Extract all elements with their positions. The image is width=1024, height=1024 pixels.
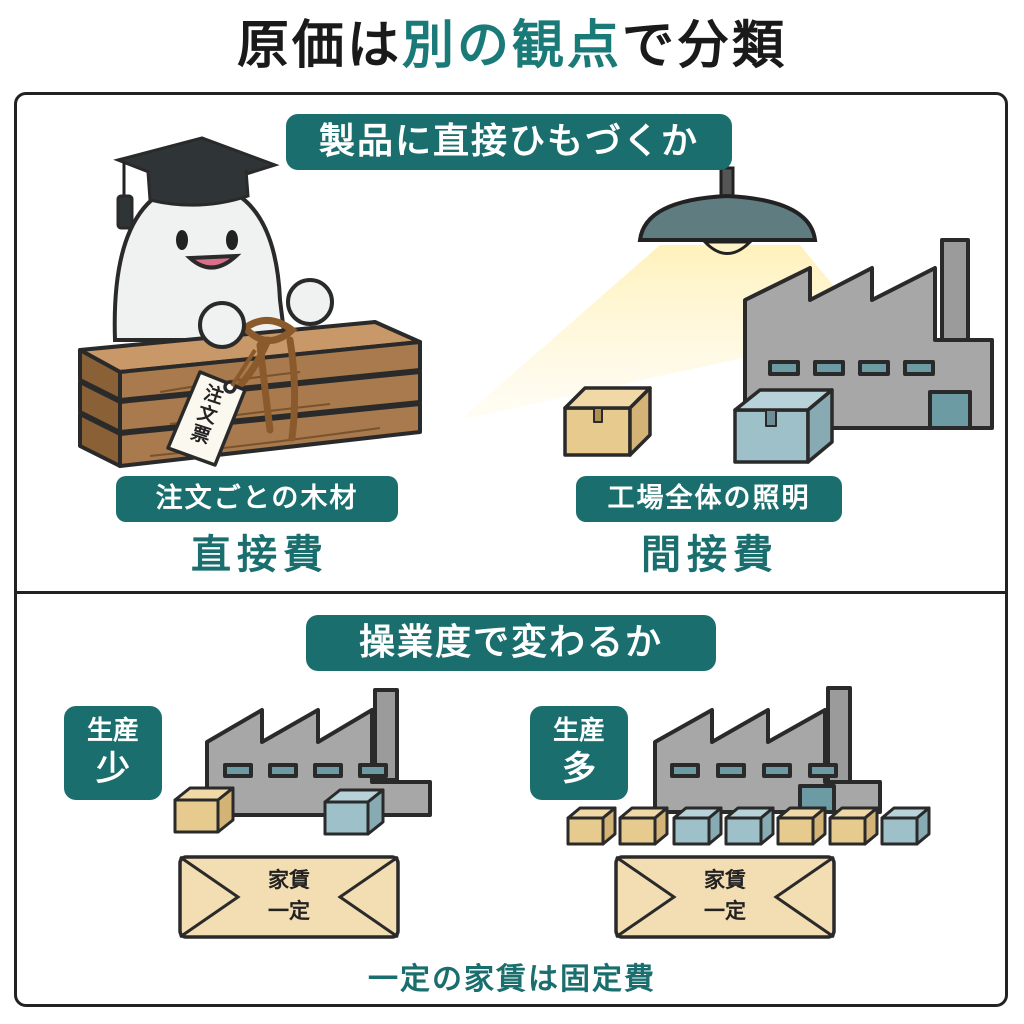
lumber-item-label: 注文ごとの木材 [116,476,398,522]
fixed-variable-header-pill: 操業度で変わるか [306,615,716,671]
lighting-item-label: 工場全体の照明 [576,476,842,522]
box-high-4-icon [724,806,775,846]
page-title: 原価は別の観点で分類 [0,14,1024,78]
envelope-right-icon [614,855,836,939]
order-tag-icon [166,348,257,467]
low-production-badge-line1: 生産 [86,716,139,746]
low-production-badge: 生産 少 [64,706,162,800]
rent-envelope-left: 家賃 一定 [178,855,400,939]
envelope-left-text: 家賃 一定 [178,865,400,927]
fixed-cost-caption: 一定の家賃は固定費 [368,962,656,997]
direct-cost-label: 直接費 [191,532,329,578]
title-part-3: で分類 [622,16,788,76]
graduation-cap-icon [113,136,280,230]
box-high-7-icon [880,806,931,846]
title-part-1: 原価は [236,16,402,76]
factory-high-production-icon [653,686,882,814]
box-high-3-icon [672,806,723,846]
envelope-right-line2: 一定 [704,899,746,923]
direct-header-pill: 製品に直接ひもづくか [286,114,732,170]
envelope-left-line1: 家賃 [268,868,310,892]
box-low-1-icon [173,786,235,834]
box-high-5-icon [776,806,827,846]
high-production-badge-line2: 多 [562,749,596,789]
title-part-2-accent: 別の観点 [401,16,622,76]
mascot-hands [198,278,334,349]
indirect-cost-label: 間接費 [641,532,779,578]
envelope-right-line1: 家賃 [704,868,746,892]
box-high-6-icon [828,806,879,846]
ceiling-lamp-icon [637,166,818,255]
low-production-badge-line2: 少 [96,749,130,789]
factory-low-production-icon [205,688,432,817]
box-high-1-icon [566,806,617,846]
rope-icon [236,317,299,442]
high-production-badge-line1: 生産 [552,716,605,746]
rent-envelope-right: 家賃 一定 [614,855,836,939]
factory-icon [743,238,994,430]
box-row-high-production [566,806,931,846]
envelope-right-text: 家賃 一定 [614,865,836,927]
high-production-badge: 生産 多 [530,706,628,800]
cardboard-box-icon [563,386,652,457]
box-low-2-icon [323,788,385,836]
box-high-2-icon [618,806,669,846]
envelope-left-icon [178,855,400,939]
blue-box-icon [733,388,834,464]
envelope-left-line2: 一定 [268,899,310,923]
